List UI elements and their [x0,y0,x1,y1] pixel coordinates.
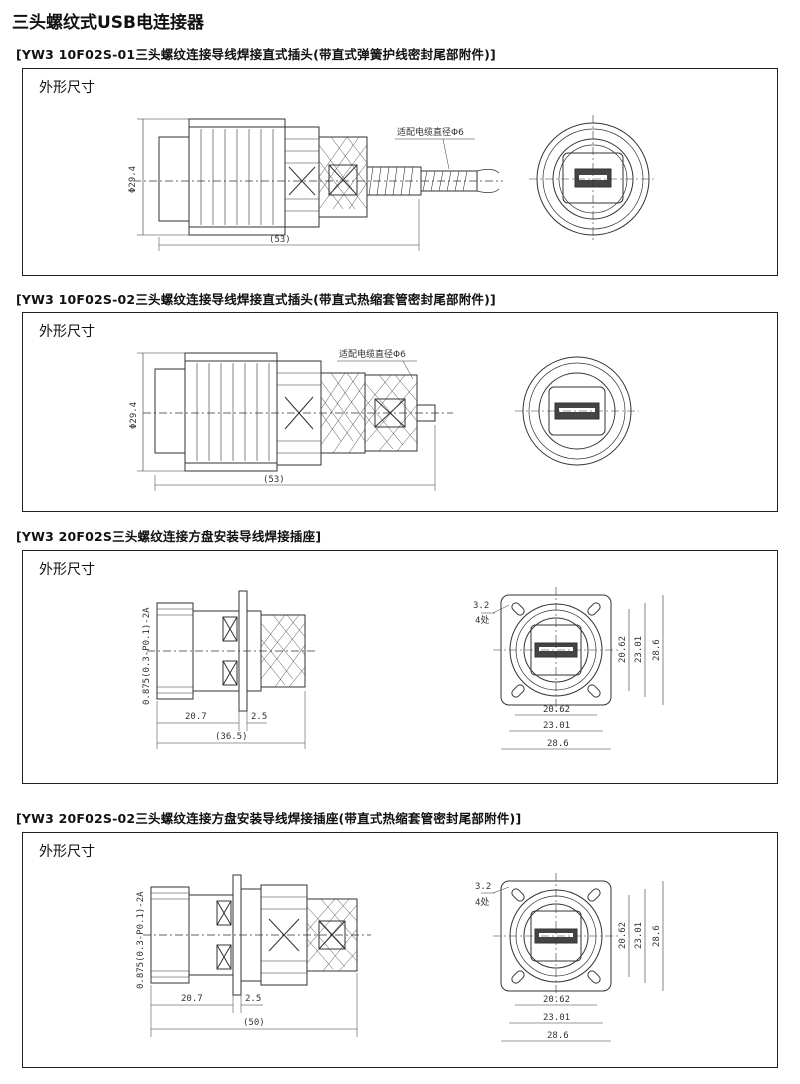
thread-dim: 0.875(0.3-P0.1)-2A [142,607,152,705]
length-dim: (50) [243,1018,265,1028]
drawing-panel-3: 外形尺寸 [22,550,778,784]
panel-label: 外形尺寸 [39,562,95,578]
d3-dim-vertical: 28.6 [652,925,662,947]
drawing-panel-4: 外形尺寸 [22,832,778,1068]
hole-dim: 3.2 [473,601,489,611]
plug-drawing-1: Φ29.4 (53) 适配电缆直径Φ6 [128,115,657,251]
d2-dim-vertical: 23.01 [634,922,644,949]
length-dim: (53) [269,235,291,245]
d3-dim-vertical: 28.6 [652,639,662,661]
d1-dim-vertical: 20.62 [618,636,628,663]
section-heading-2: [YW3 10F02S-02三头螺纹连接导线焊接直式插头(带直式热缩套管密封尾部… [16,292,496,307]
section-heading-3: [YW3 20F02S三头螺纹连接方盘安装导线焊接插座] [16,529,322,544]
drawing-panel-1: 外形尺寸 [22,68,778,276]
cable-note: 适配电缆直径Φ6 [339,348,406,360]
hole-count: 4处 [475,614,489,626]
drawing-panel-2: 外形尺寸 [22,312,778,512]
len-a-dim: 20.7 [185,712,207,722]
length-dim: (36.5) [215,732,248,742]
hole-count: 4处 [475,896,489,908]
panel-label: 外形尺寸 [39,80,95,96]
length-dim: (53) [263,475,285,485]
len-b-dim: 2.5 [251,712,267,722]
plug-drawing-2: Φ29.4 (53) 适配电缆直径Φ6 [129,348,639,491]
d1-dim-vertical: 20.62 [618,922,628,949]
cable-note: 适配电缆直径Φ6 [397,126,464,138]
section-heading-4: [YW3 20F02S-02三头螺纹连接方盘安装导线焊接插座(带直式热缩套管密封… [16,811,522,826]
receptacle-drawing-2: 0.875(0.3-P0.1)-2A 20.7 2.5 (50) 3.2 4处 … [136,873,664,1042]
len-a-dim: 20.7 [181,994,203,1004]
diameter-dim: Φ29.4 [129,402,139,429]
d2-dim-vertical: 23.01 [634,636,644,663]
d1-dim: 20.62 [543,705,570,715]
d1-dim: 20.62 [543,995,570,1005]
len-b-dim: 2.5 [245,994,261,1004]
d3-dim: 28.6 [547,1031,569,1041]
hole-dim: 3.2 [475,882,491,892]
diameter-dim: Φ29.4 [128,166,138,193]
thread-dim: 0.875(0.3-P0.1)-2A [136,891,146,989]
receptacle-drawing-1: 0.875(0.3-P0.1)-2A 20.7 2.5 (36.5) 3.2 4… [142,587,664,750]
d2-dim: 23.01 [543,1013,570,1023]
d2-dim: 23.01 [543,721,570,731]
panel-label: 外形尺寸 [39,844,95,860]
panel-label: 外形尺寸 [39,324,95,340]
section-heading-1: [YW3 10F02S-01三头螺纹连接导线焊接直式插头(带直式弹簧护线密封尾部… [16,47,496,62]
d3-dim: 28.6 [547,739,569,749]
page-title: 三头螺纹式USB电连接器 [12,13,205,33]
